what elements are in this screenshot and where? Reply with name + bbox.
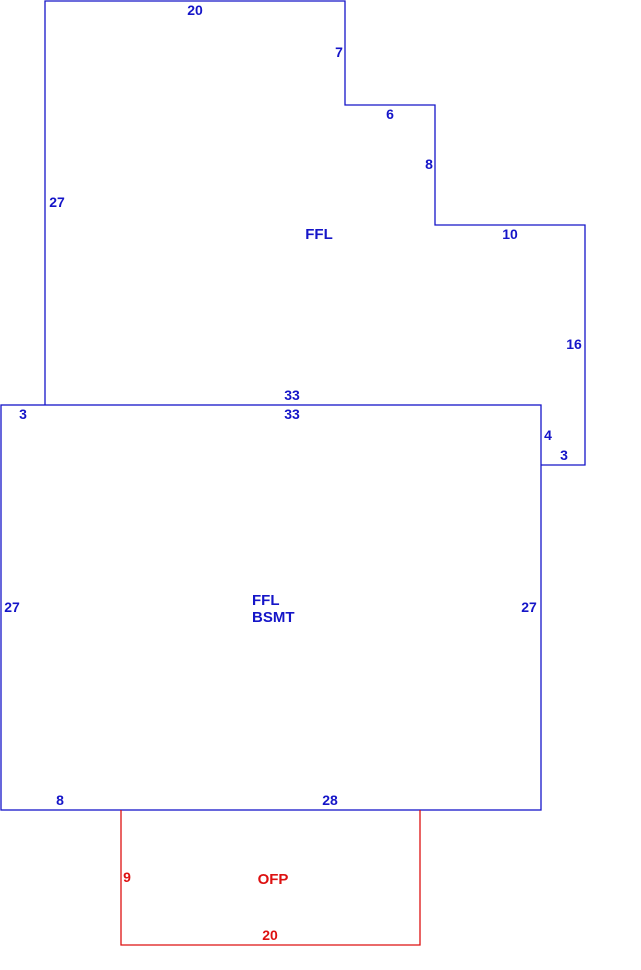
dim-main-left-side: 27 — [4, 599, 20, 615]
dim-porch-bottom: 20 — [262, 927, 278, 943]
dim-upper-right-side: 16 — [566, 336, 582, 352]
porch-area-label: OFP — [258, 871, 289, 888]
dim-upper-right-step-1: 7 — [335, 44, 343, 60]
porch-outline — [120, 810, 421, 946]
dim-upper-left-side: 27 — [49, 194, 65, 210]
dim-porch-side: 9 — [123, 869, 131, 885]
dim-main-right-offset-vertical: 4 — [544, 427, 552, 443]
dim-main-right-side: 27 — [521, 599, 537, 615]
dim-upper-bottom: 33 — [284, 387, 300, 403]
main-floor-outline — [0, 404, 542, 811]
dim-upper-step-1-run: 6 — [386, 106, 394, 122]
upper-floor-outline — [44, 0, 586, 466]
dim-main-top: 33 — [284, 406, 300, 422]
dim-upper-right-step-2: 8 — [425, 156, 433, 172]
dim-main-right-offset-horizontal: 3 — [560, 447, 568, 463]
dim-upper-step-2-run: 10 — [502, 226, 518, 242]
dim-main-bottom-right: 28 — [322, 792, 338, 808]
upper-area-label: FFL — [305, 226, 333, 243]
main-area-label-ffl: FFL — [252, 592, 280, 609]
dim-upper-top: 20 — [187, 2, 203, 18]
dim-main-bottom-left: 8 — [56, 792, 64, 808]
main-area-label-bsmt: BSMT — [252, 609, 295, 626]
dim-main-top-left-offset: 3 — [19, 406, 27, 422]
